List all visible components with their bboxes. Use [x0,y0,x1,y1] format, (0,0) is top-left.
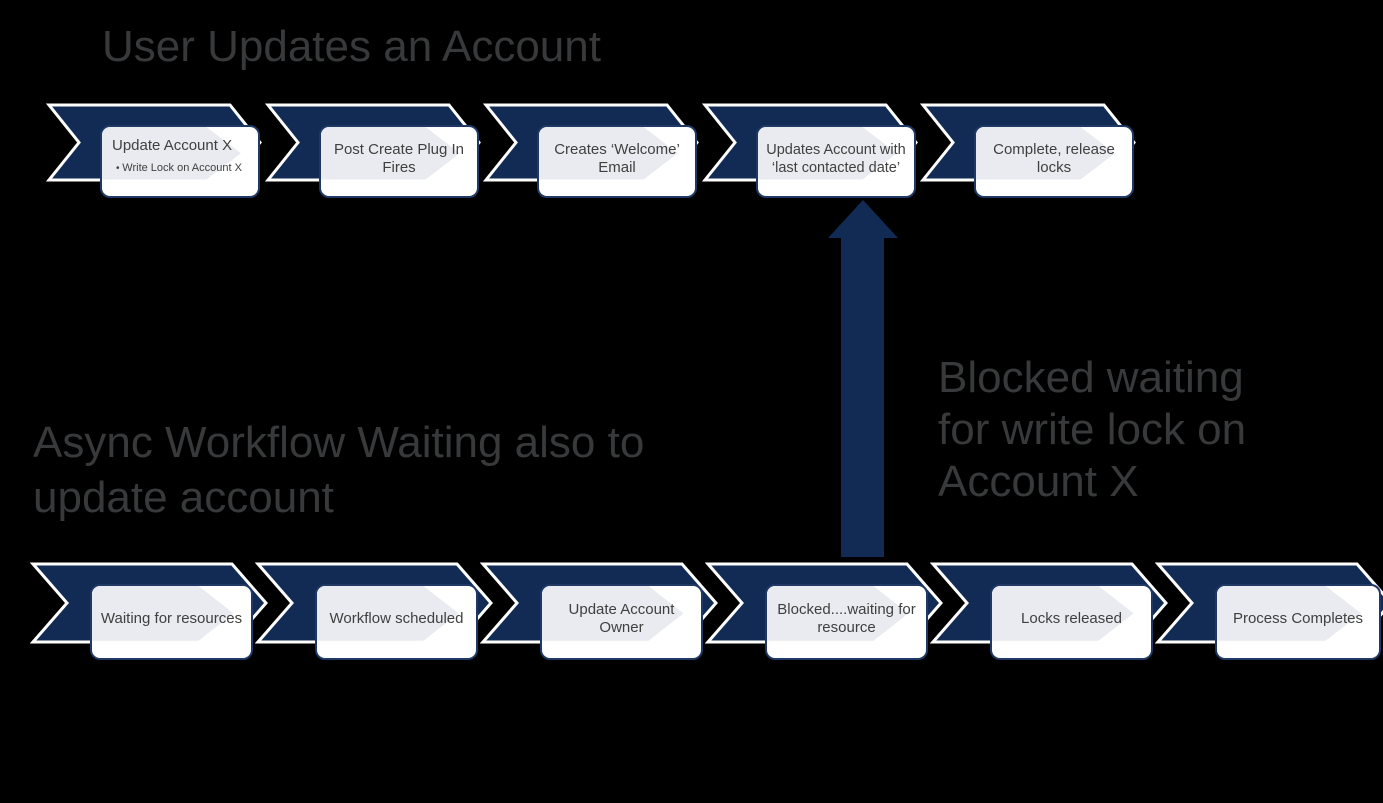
step-label: Post Create Plug In Fires [333,140,465,176]
step-bullet: Write Lock on Account X [112,162,242,175]
step-label: Complete, release locks [993,140,1115,176]
step-label: Waiting for resources [100,610,243,627]
step-card: Locks released [990,584,1153,660]
step-card: Process Completes [1215,584,1381,660]
step-label: Workflow scheduled [329,610,464,627]
card-watermark-chevron [321,127,460,180]
card-watermark-chevron [976,127,1115,180]
step-label: Updates Account with ‘last contacted dat… [766,141,906,176]
step-label: Creates ‘Welcome’ Email [554,140,680,176]
step-card: Complete, release locks [974,125,1134,198]
step-label: Process Completes [1232,610,1364,627]
step-label: Locks released [1021,610,1122,627]
card-watermark-chevron [1217,586,1362,641]
card-watermark-chevron [767,586,909,641]
step-card: Updates Account with ‘last contacted dat… [756,125,916,198]
step-card: Update Account Owner [540,584,703,660]
step-label: Update Account X [112,137,233,154]
step-card: Update Account X Write Lock on Account X [100,125,260,198]
card-watermark-chevron [539,127,678,180]
card-watermark-chevron [542,586,684,641]
title-async-workflow: Async Workflow Waiting also to update ac… [33,418,645,522]
card-watermark-chevron [758,127,897,180]
step-card: Creates ‘Welcome’ Email [537,125,697,198]
card-watermark-chevron [992,586,1134,641]
title-user-updates-account: User Updates an Account [102,22,601,71]
step-label: Blocked....waiting for resource [777,601,916,636]
card-watermark-chevron [317,586,459,641]
blocked-up-arrow [828,200,898,557]
step-card: Blocked....waiting for resource [765,584,928,660]
step-card: Post Create Plug In Fires [319,125,479,198]
step-card: Waiting for resources [90,584,253,660]
title-blocked-waiting: Blocked waiting for write lock on Accoun… [938,353,1247,506]
card-watermark-chevron [92,586,234,641]
step-card: Workflow scheduled [315,584,478,660]
step-label: Update Account Owner [568,601,675,636]
